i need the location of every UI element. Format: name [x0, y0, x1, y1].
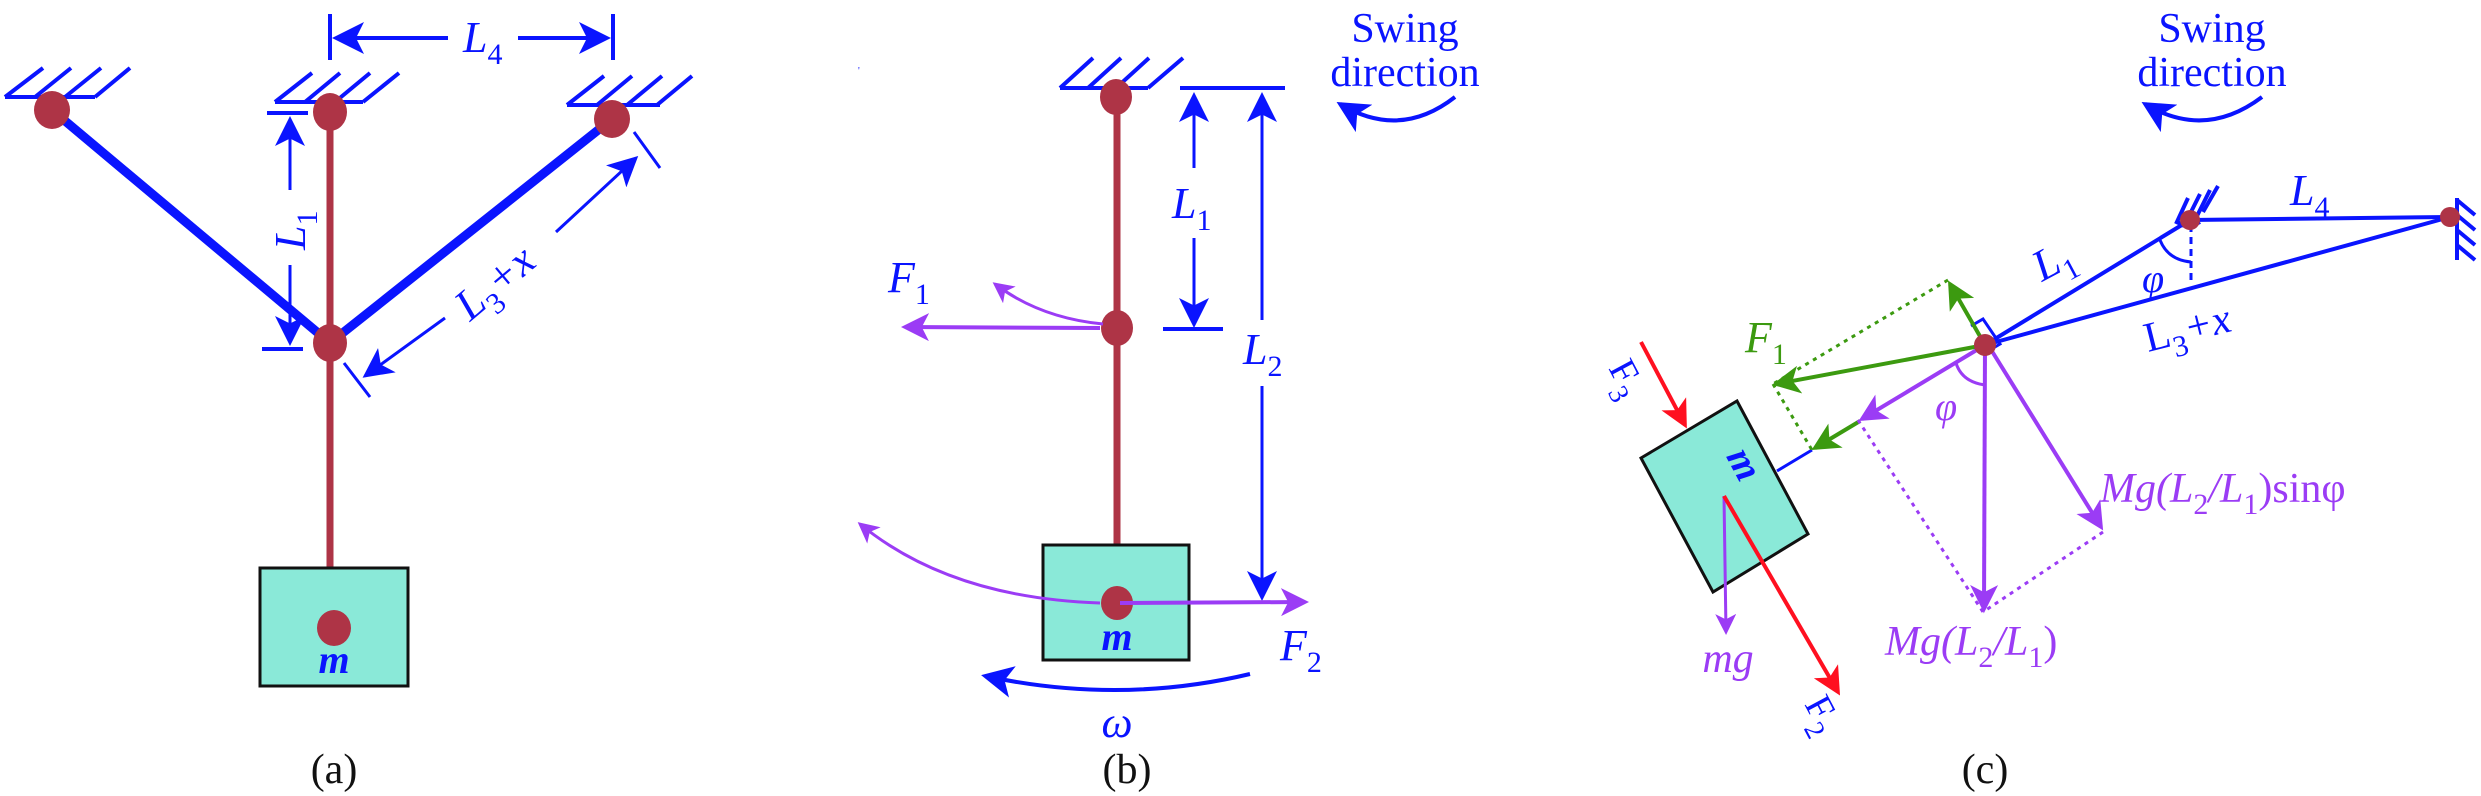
pivot-top: [1100, 79, 1132, 115]
force-mg-arrow: [1715, 495, 1737, 635]
pivot-left: [34, 91, 70, 129]
panel-b: ' L1 L2 F1 F2 ω: [857, 6, 1480, 793]
label-mg: mg: [1702, 636, 1753, 682]
pivot-upper: [2180, 210, 2200, 230]
ground-support-right: [2455, 198, 2477, 262]
label-L4: L4: [462, 13, 502, 71]
dimension-L3x: [342, 131, 662, 398]
force-F2-arrow: [1119, 588, 1309, 617]
caption-b: (b): [1103, 747, 1152, 793]
joint-middle: [313, 324, 347, 362]
swing-direction-arrow: [2141, 95, 2264, 133]
label-L4: L4: [2289, 166, 2329, 224]
green-parallelogram-side: [1771, 383, 1814, 451]
purple-parallelogram-right: [1982, 530, 2104, 614]
label-F3: F3: [1591, 353, 1653, 408]
green-normal-arrow: [1948, 280, 1987, 346]
angle-arc-top: [2158, 239, 2192, 264]
pivot-right: [2440, 207, 2460, 227]
joint-center: [1974, 334, 1996, 356]
swing-direction-line2: direction: [2137, 50, 2286, 96]
panel-a: L4 L1 L3+x m (a): [3, 13, 694, 793]
swing-direction-line1: Swing: [2158, 6, 2265, 52]
force-F1-curve: [992, 282, 1104, 326]
label-phi-bottom: φ: [1935, 384, 1957, 429]
purple-axial-arrow: [1858, 343, 1987, 422]
link-left: [47, 105, 335, 348]
link-L3x: [1984, 215, 2451, 347]
label-F1: F1: [1744, 313, 1787, 371]
swing-direction-line2: direction: [1330, 50, 1479, 96]
label-mass: m: [1101, 614, 1132, 659]
dimension-L1: [262, 111, 308, 351]
label-F2: F2: [1787, 689, 1849, 744]
label-F2: F2: [1279, 621, 1322, 679]
force-Mg-vertical: [1970, 344, 1999, 613]
ground-support-right: [565, 74, 694, 107]
link-L1: [1983, 218, 2192, 347]
dimension-L1-L2: [1163, 86, 1285, 601]
label-mass: m: [318, 637, 349, 682]
label-Mg-L2-L1: Mg(L2/L1): [1884, 619, 2057, 674]
joint-middle: [1101, 310, 1133, 346]
label-L3-plus-x: L3+x: [444, 235, 550, 337]
force-F3-arrow: [1639, 341, 1687, 429]
force-Mg-sin: [1988, 346, 2104, 531]
joint-mass: [1101, 586, 1133, 620]
label-Mg-L2-L1-sin-phi: Mg(L2/L1)sinφ: [2099, 466, 2346, 521]
panel-c: Swing direction L4 L1 φ L3+: [1591, 6, 2477, 793]
green-axial-arrow: [1811, 419, 1862, 451]
dot-artifact: ': [858, 66, 860, 77]
caption-a: (a): [311, 747, 358, 793]
swing-direction-line1: Swing: [1351, 6, 1458, 52]
swing-direction-arrow: [1336, 95, 1457, 133]
label-L3-plus-x: L3+x: [2139, 296, 2238, 371]
dimension-L4: [328, 14, 615, 60]
ground-support-left: [3, 66, 132, 99]
pivot-right: [594, 100, 630, 138]
label-L2: L2: [1242, 325, 1282, 383]
link-right: [325, 114, 617, 348]
joint-mass: [317, 610, 351, 646]
angle-arc-bottom: [1954, 362, 1986, 387]
link-L4: [2189, 215, 2451, 222]
label-L1: L1: [266, 211, 324, 251]
green-parallelogram-top: [1772, 278, 1949, 386]
purple-parallelogram-left: [1856, 419, 1985, 613]
label-F1: F1: [887, 253, 930, 311]
force-F2-arrow: [1722, 494, 1841, 696]
swing-arc-mass: [857, 522, 1101, 605]
force-F1-arrow: [901, 313, 1101, 342]
rod-to-mass: [1776, 448, 1813, 473]
label-phi-top: φ: [2142, 256, 2164, 301]
omega-arc: [981, 666, 1251, 698]
label-L1: L1: [1171, 179, 1211, 237]
caption-c: (c): [1962, 747, 2009, 793]
pivot-center: [313, 93, 347, 131]
label-omega: ω: [1101, 698, 1132, 747]
force-F1-arrow: [1772, 343, 1986, 394]
